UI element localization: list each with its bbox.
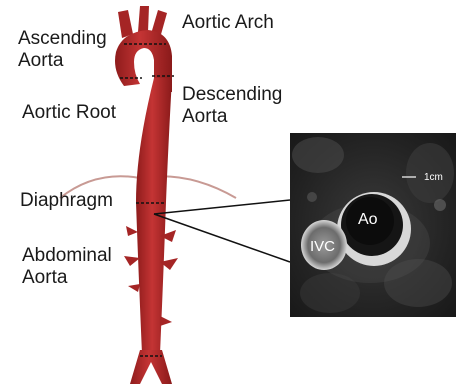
callout-line-top: [154, 200, 290, 214]
abdominal-branch: [128, 284, 140, 292]
label-aortic-root: Aortic Root: [22, 102, 116, 124]
label-abdominal-aorta: Abdominal Aorta: [22, 245, 112, 289]
abdominal-branch: [160, 316, 172, 326]
label-abdominal-line1: Abdominal: [22, 245, 112, 267]
label-aortic-arch: Aortic Arch: [182, 12, 274, 34]
abdominal-branch: [126, 226, 138, 236]
label-ascending-line1: Ascending: [18, 28, 107, 50]
abdominal-branch: [124, 256, 140, 266]
brachiocephalic-branch: [118, 10, 133, 38]
label-descending-aorta: Descending Aorta: [182, 84, 282, 128]
label-ascending-aorta: Ascending Aorta: [18, 28, 107, 72]
mri-cross-section: Ao IVC 1cm: [290, 133, 456, 317]
descending-aorta: [136, 78, 172, 354]
label-abdominal-line2: Aorta: [22, 267, 112, 289]
label-descending-line2: Aorta: [182, 106, 282, 128]
label-diaphragm: Diaphragm: [20, 190, 113, 212]
iliac-bifurcation: [130, 350, 172, 384]
label-ascending-line2: Aorta: [18, 50, 107, 72]
label-scale: 1cm: [424, 172, 443, 183]
label-ivc: IVC: [310, 238, 335, 255]
callout-line-bottom: [154, 214, 290, 262]
label-ao: Ao: [358, 211, 378, 228]
label-descending-line1: Descending: [182, 84, 282, 106]
carotid-branch: [138, 6, 149, 32]
